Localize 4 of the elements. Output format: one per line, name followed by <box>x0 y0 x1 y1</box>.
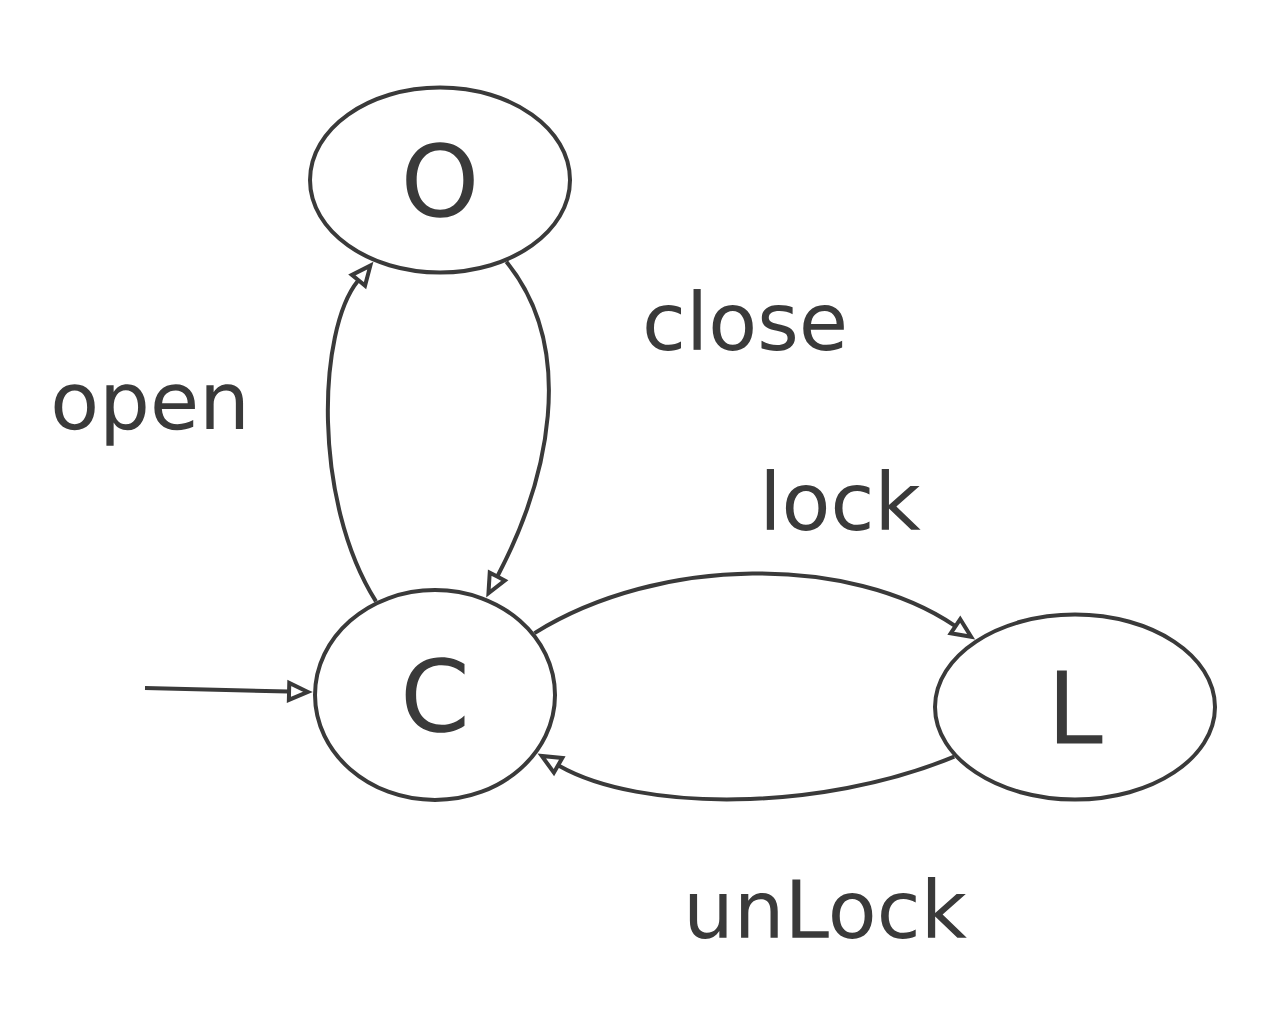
edge-label: close <box>640 287 851 353</box>
edge-label: lock <box>757 467 923 533</box>
edge-label: open <box>48 382 252 448</box>
edge-label: unLock <box>681 875 969 941</box>
